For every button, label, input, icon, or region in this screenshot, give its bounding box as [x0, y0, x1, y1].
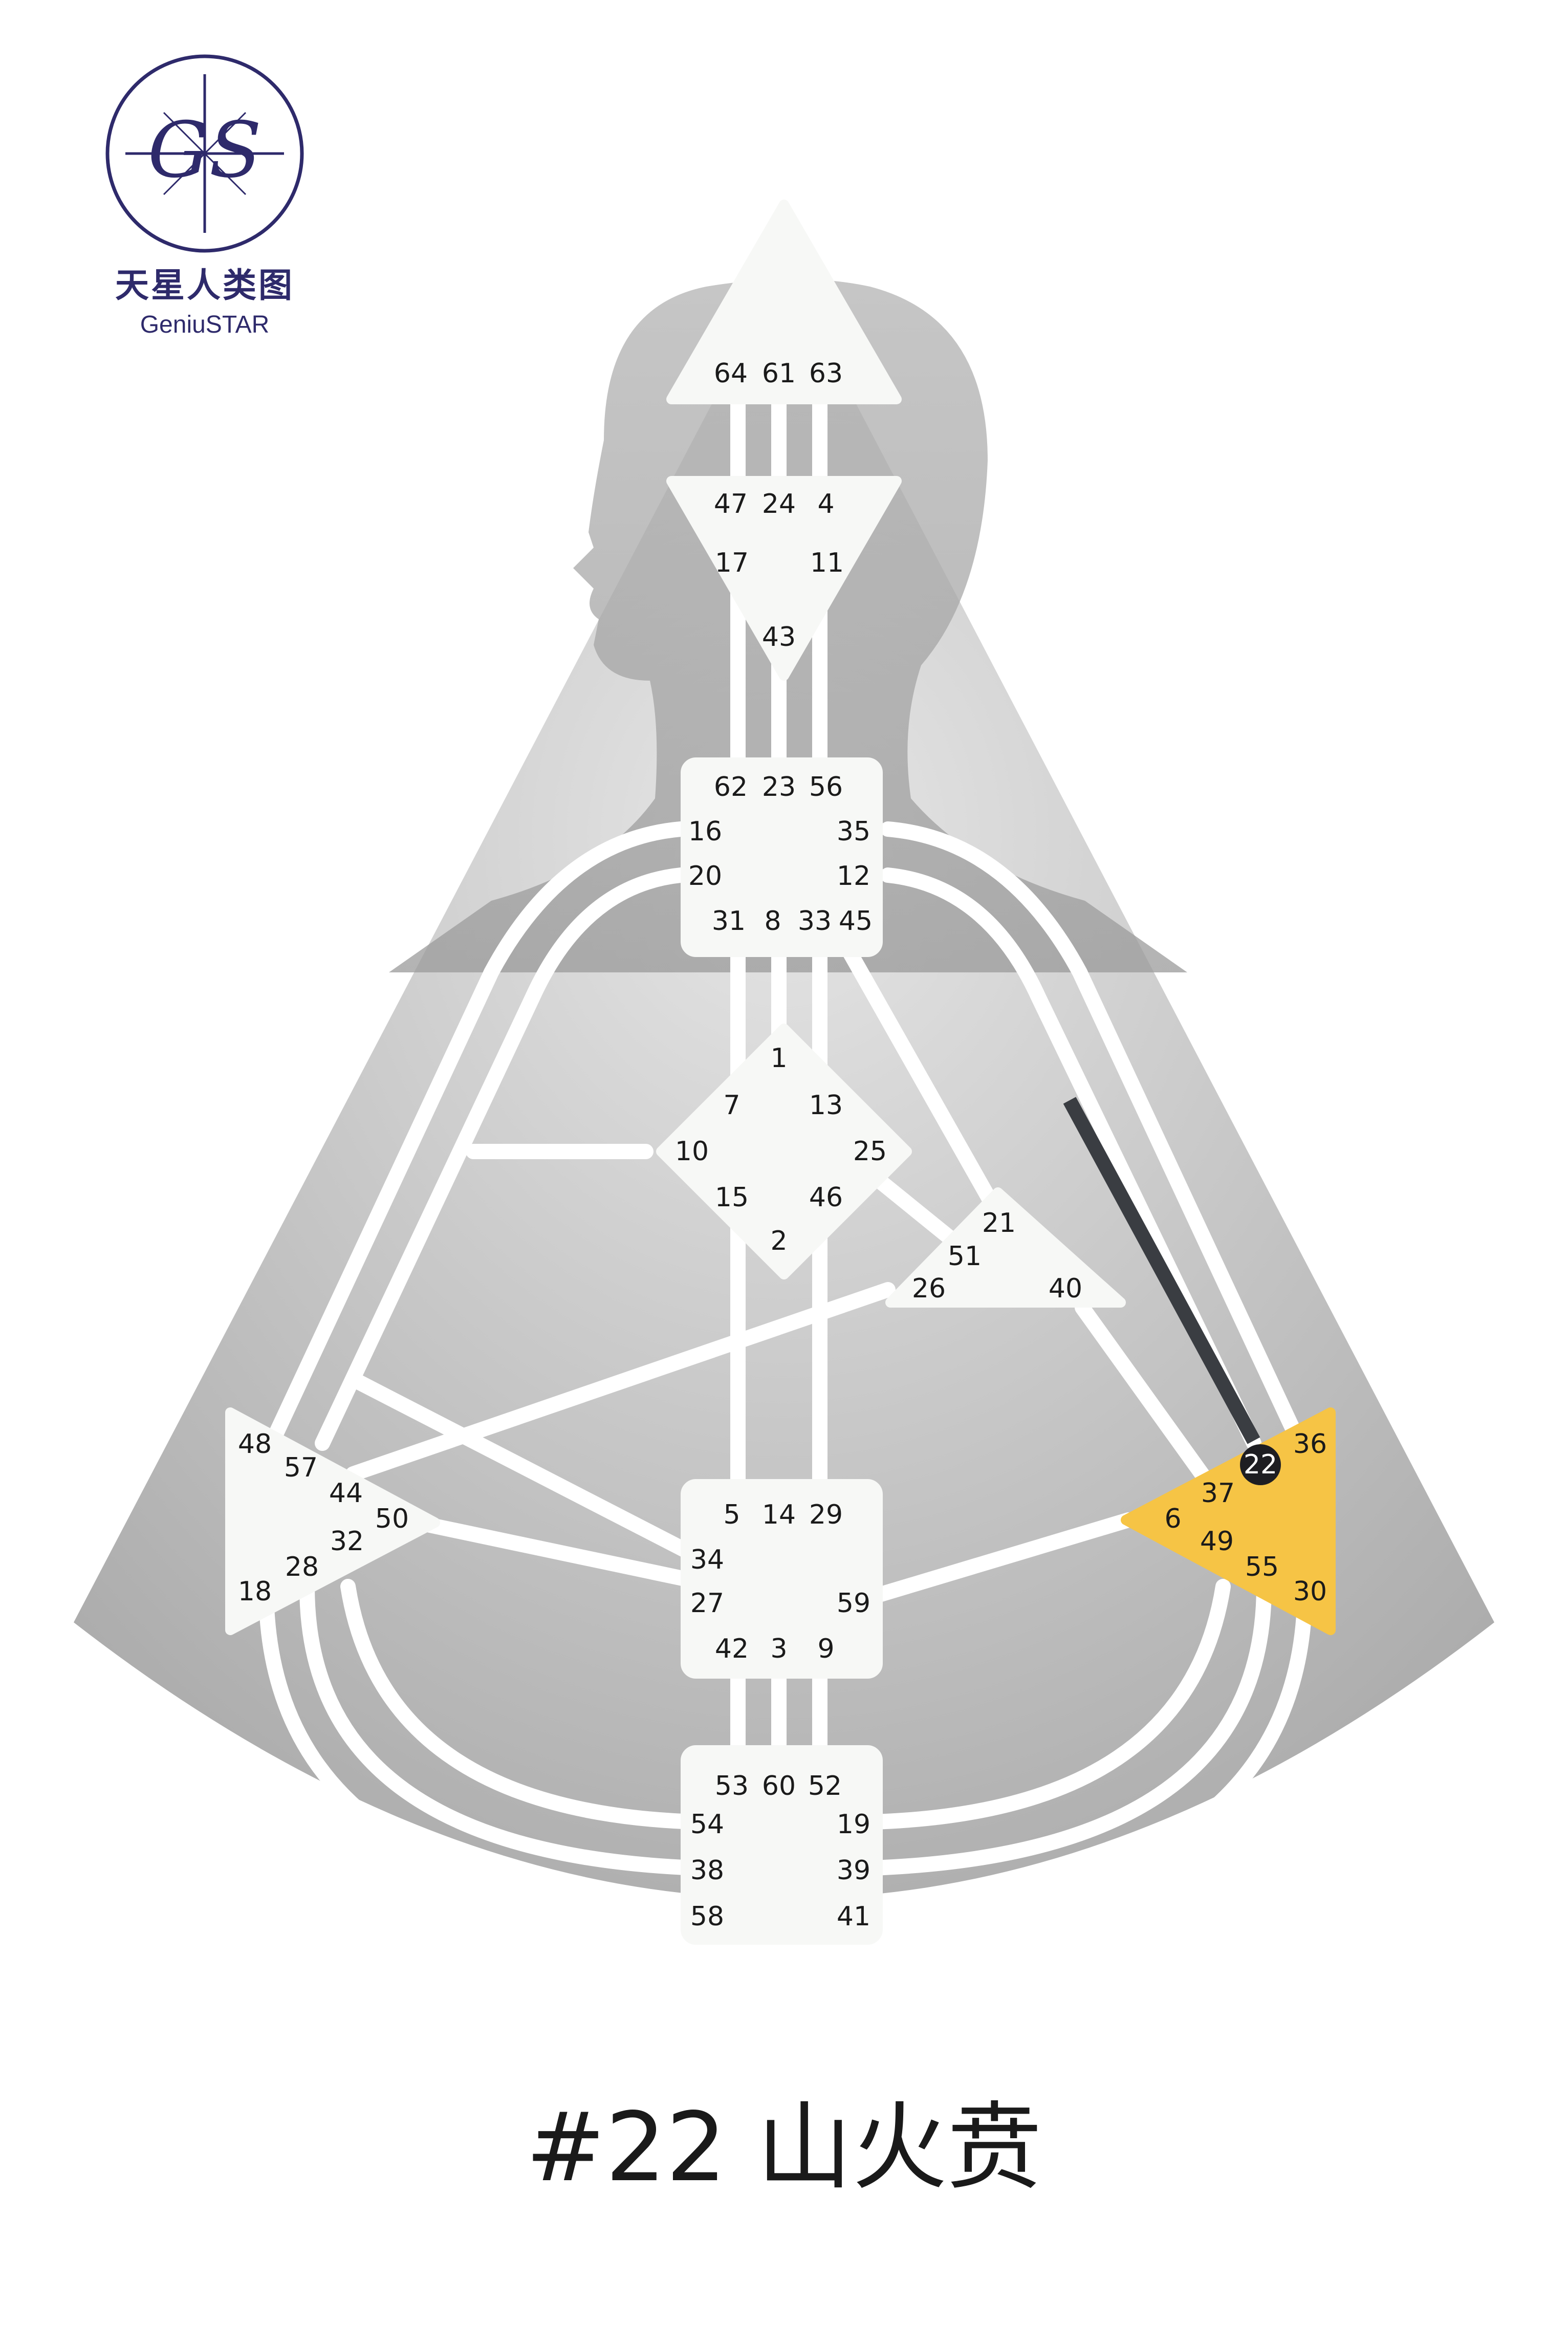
gate-36: 36: [1293, 1429, 1327, 1460]
brand-name-en: GeniuSTAR: [140, 311, 270, 338]
gate-54: 54: [690, 1809, 724, 1840]
gate-17: 17: [715, 548, 749, 578]
gate-1: 1: [770, 1043, 787, 1074]
g-center: [656, 1024, 912, 1279]
gate-6: 6: [1164, 1504, 1181, 1534]
gate-38: 38: [690, 1855, 724, 1886]
gate-10: 10: [675, 1136, 709, 1167]
gate-56: 56: [809, 772, 843, 802]
gate-18: 18: [238, 1576, 272, 1607]
gate-4: 4: [817, 489, 834, 519]
gate-60: 60: [762, 1771, 796, 1801]
logo-ring: [105, 54, 304, 253]
spleen-center: [225, 1407, 440, 1635]
gate-46: 46: [809, 1182, 843, 1213]
head-center: [666, 200, 902, 404]
gate-22: 22: [1244, 1449, 1277, 1480]
gate-58: 58: [690, 1901, 724, 1932]
gate-5: 5: [723, 1500, 740, 1530]
throat-center: [681, 757, 883, 957]
active-channel: [1063, 1097, 1260, 1444]
gate-3: 3: [770, 1634, 787, 1664]
gate-50: 50: [375, 1504, 409, 1534]
gate-11: 11: [810, 548, 844, 578]
gate-33: 33: [798, 906, 832, 937]
gate-9: 9: [817, 1634, 834, 1664]
gate-35: 35: [837, 816, 870, 847]
gate-51: 51: [948, 1241, 982, 1272]
gate-55: 55: [1245, 1552, 1279, 1582]
gate-63: 63: [809, 358, 843, 389]
gate-27: 27: [690, 1588, 724, 1619]
gate-23: 23: [762, 772, 796, 802]
sacral-center: [681, 1479, 883, 1679]
gate-57: 57: [284, 1452, 318, 1483]
gate-28: 28: [285, 1552, 319, 1582]
gate-8: 8: [764, 906, 781, 937]
gate-2: 2: [770, 1226, 787, 1256]
gate-64: 64: [714, 358, 748, 389]
channels: [258, 392, 1313, 1922]
gate-16: 16: [688, 816, 722, 847]
gate-41: 41: [837, 1901, 870, 1932]
root-center: [681, 1745, 883, 1945]
gate-7: 7: [723, 1090, 740, 1121]
gate-42: 42: [715, 1634, 749, 1664]
gate-43: 43: [762, 622, 796, 653]
brand-logo: GS 天星人类图 GeniuSTAR: [105, 54, 304, 338]
gate-39: 39: [837, 1855, 870, 1886]
gate-62: 62: [714, 772, 748, 802]
logo-monogram: GS: [148, 106, 262, 195]
gate-21: 21: [982, 1208, 1016, 1239]
gate-52: 52: [808, 1771, 842, 1801]
gate-61: 61: [762, 358, 796, 389]
brand-name-cn: 天星人类图: [115, 266, 294, 305]
gate-14: 14: [762, 1500, 796, 1530]
gate-20: 20: [688, 861, 722, 892]
gate-13: 13: [809, 1090, 843, 1121]
active-gate-marker: [1240, 1444, 1281, 1485]
gate-26: 26: [912, 1273, 946, 1304]
gate-25: 25: [853, 1136, 887, 1167]
gate-31: 31: [712, 906, 746, 937]
gate-40: 40: [1049, 1273, 1082, 1304]
gate-44: 44: [329, 1478, 363, 1509]
caption: #22 山火贲: [526, 2092, 1042, 2203]
gate-48: 48: [238, 1429, 272, 1460]
gate-59: 59: [837, 1588, 870, 1619]
centers: [225, 200, 1126, 1945]
gate-47: 47: [714, 489, 748, 519]
gate-12: 12: [837, 861, 870, 892]
gate-37: 37: [1201, 1478, 1235, 1509]
logo-ray: [163, 112, 247, 196]
gate-30: 30: [1293, 1576, 1327, 1607]
ajna-center: [666, 476, 902, 681]
gate-29: 29: [809, 1500, 843, 1530]
gate-24: 24: [762, 489, 796, 519]
heart-center: [885, 1187, 1126, 1308]
gate-34: 34: [690, 1545, 724, 1575]
gate-32: 32: [330, 1526, 364, 1557]
gate-53: 53: [715, 1771, 749, 1801]
gate-19: 19: [837, 1809, 870, 1840]
gate-15: 15: [715, 1182, 749, 1213]
gate-45: 45: [839, 906, 873, 937]
gate-49: 49: [1200, 1526, 1234, 1557]
